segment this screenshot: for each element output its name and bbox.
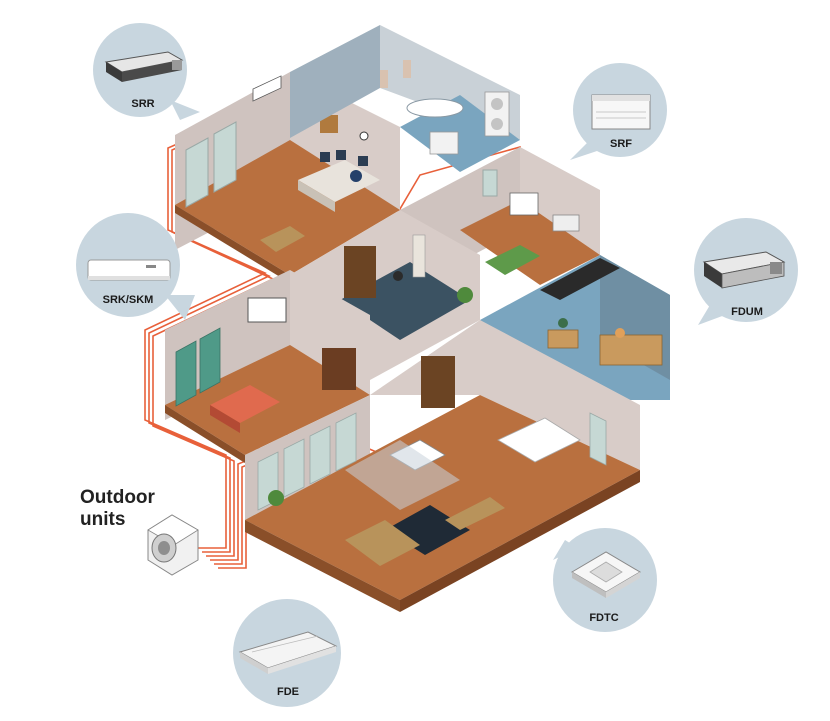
outdoor-units-label: Outdoor units: [80, 487, 190, 531]
srr-label: SRR: [131, 98, 154, 110]
srk-skm-label: SRK/SKM: [103, 294, 154, 306]
fdtc-label: FDTC: [589, 612, 618, 624]
outdoor-unit: [147, 514, 199, 576]
living-room: [245, 320, 640, 612]
bubble-srk-skm: SRK/SKM: [76, 213, 195, 320]
srr-unit-icon: [104, 51, 184, 82]
srf-unit-icon: [591, 94, 651, 130]
bubble-srr: SRR: [93, 23, 200, 120]
bubble-fde: FDE: [233, 599, 341, 707]
fde-label: FDE: [277, 686, 299, 698]
master-bedroom: [165, 270, 370, 463]
fdtc-unit-icon: [571, 551, 641, 598]
bubble-fdum: FDUM: [694, 218, 798, 325]
fde-unit-icon: [238, 631, 338, 674]
outdoor-label-line1: Outdoor: [80, 487, 155, 508]
fdum-label: FDUM: [731, 306, 763, 318]
outdoor-label-line2: units: [80, 509, 126, 530]
srk-unit-icon: [87, 259, 171, 281]
fdum-unit-icon: [702, 251, 786, 289]
bubble-fdtc: FDTC: [553, 528, 657, 632]
bubble-srf: SRF: [570, 63, 667, 160]
srf-label: SRF: [610, 138, 632, 150]
bathroom: [290, 25, 520, 172]
office-room: [175, 72, 400, 283]
